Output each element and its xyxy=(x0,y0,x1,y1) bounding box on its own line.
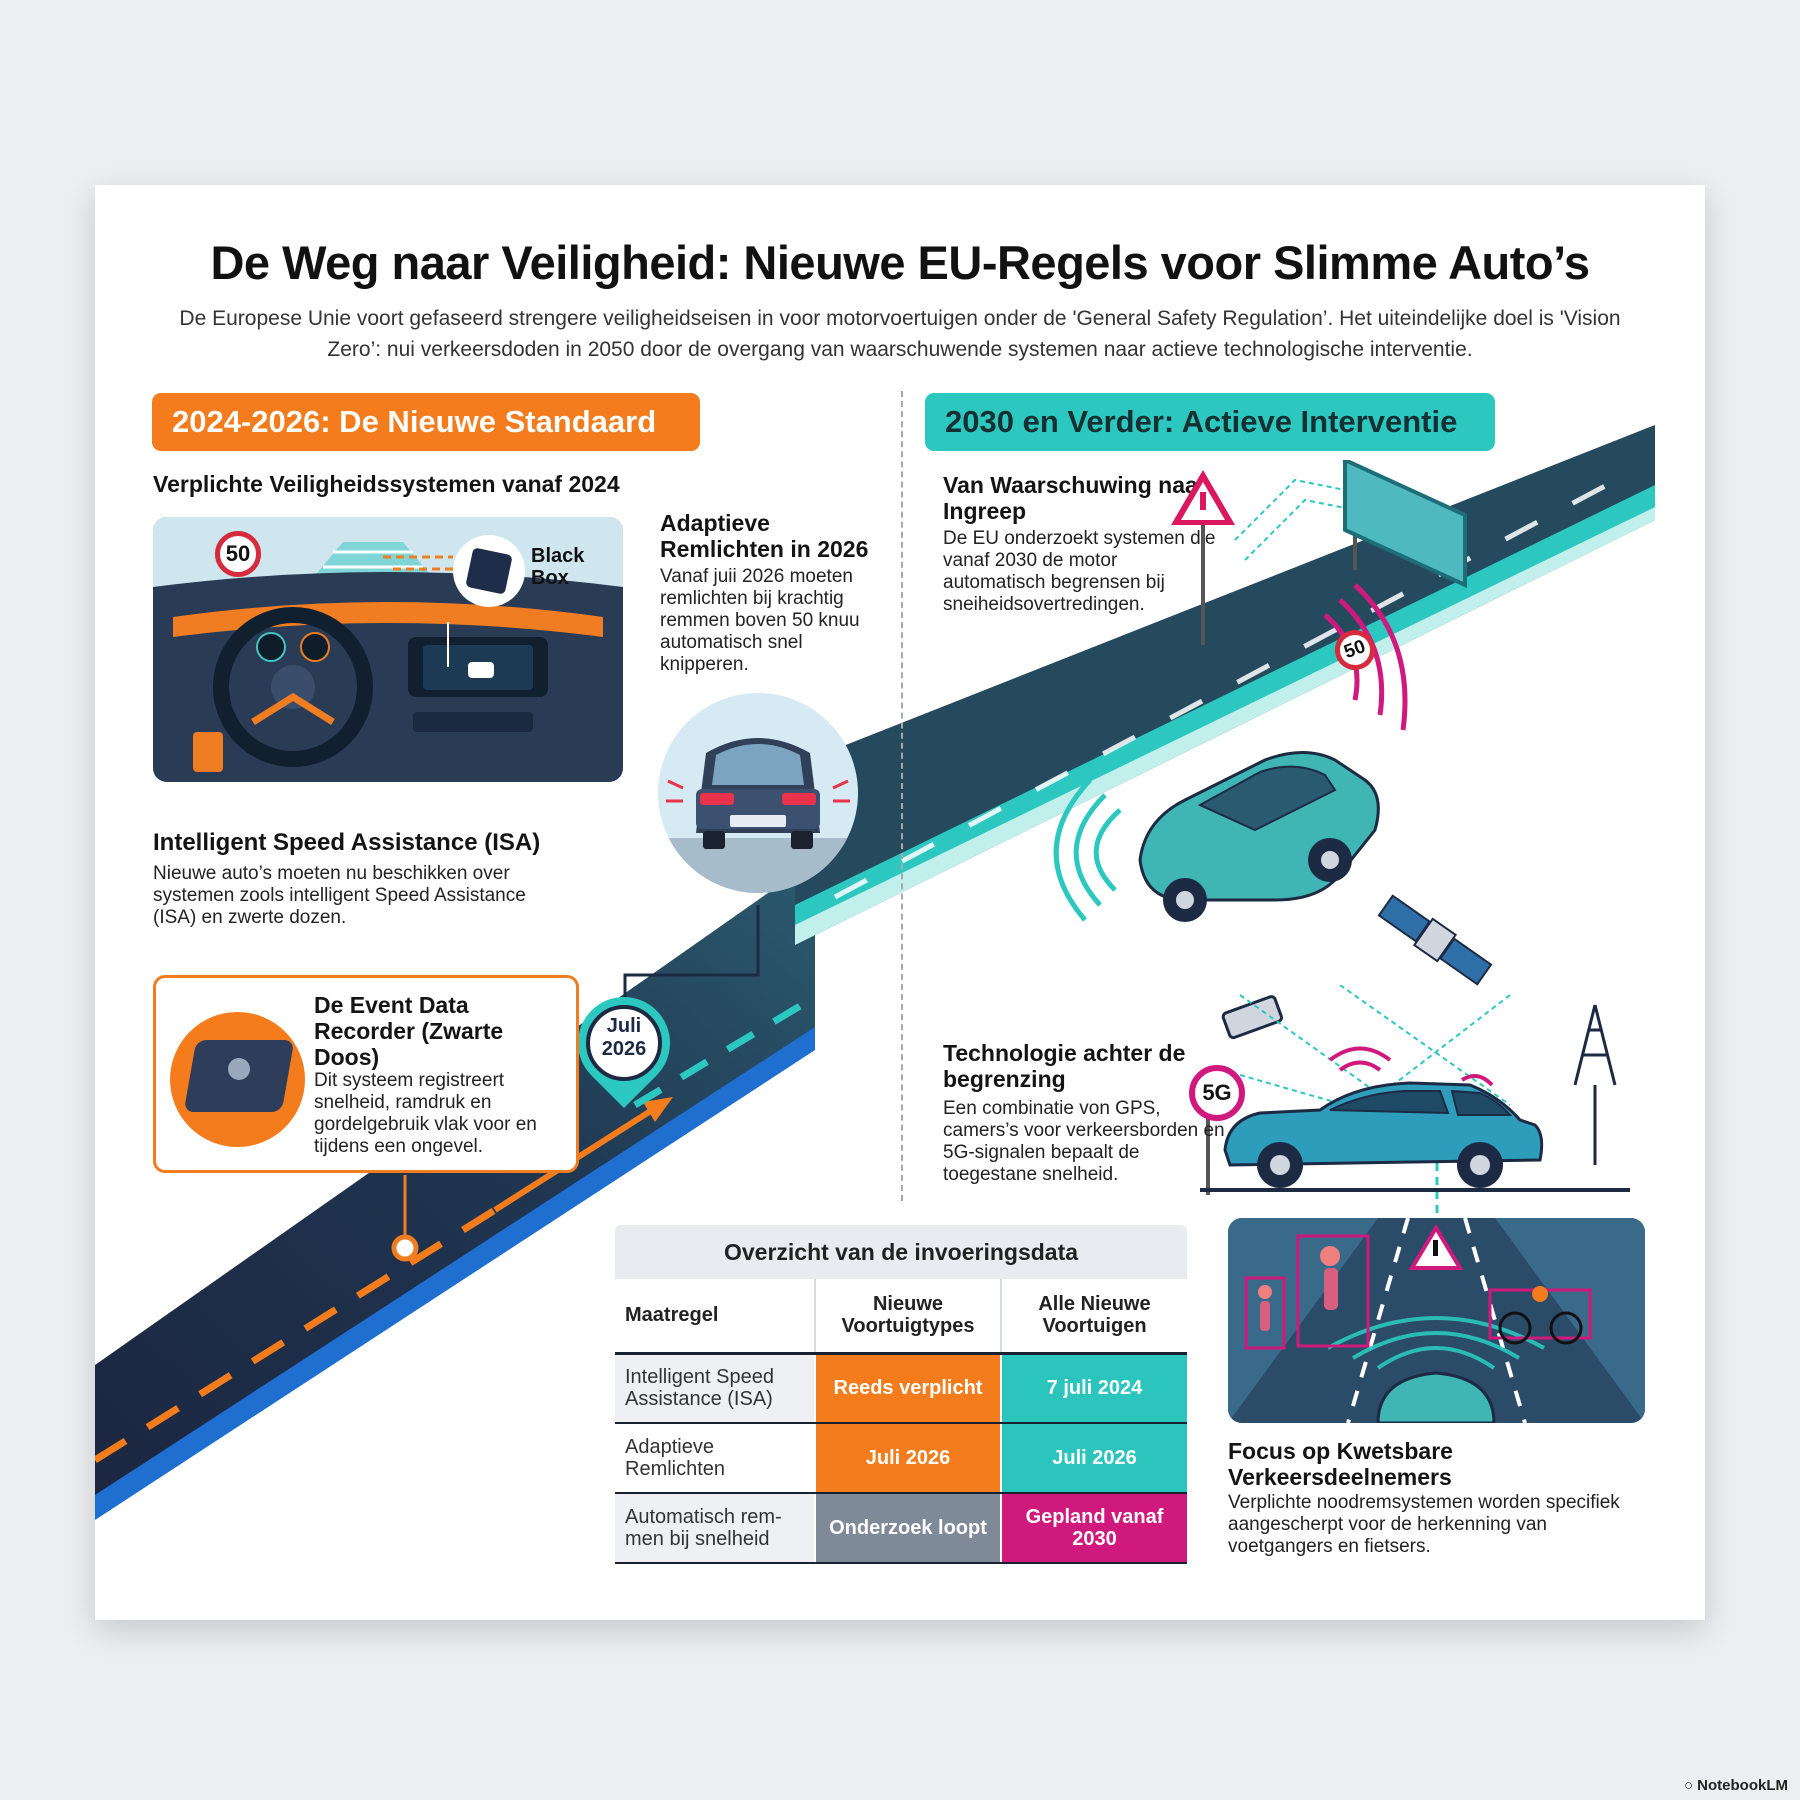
table-header-row: Maatregel Nieuwe Voortuigtypes Alle Nieu… xyxy=(615,1279,1187,1355)
black-box-icon xyxy=(453,535,525,607)
vulnerable-text: Verplichte noodremsystemen worden specif… xyxy=(1228,1492,1620,1557)
table-title: Overzicht van de invoeringsdata xyxy=(615,1225,1187,1279)
tech-text: Een combinatie von GPS, camers’s voor ve… xyxy=(943,1098,1225,1185)
active-intervention-scene xyxy=(1053,460,1493,1040)
tech-title: Technologie achter de begrenzing xyxy=(943,1040,1186,1092)
footer-brand-label: NotebookLM xyxy=(1697,1777,1788,1794)
table-cell-measure: Intelligent Speed Assistance (ISA) xyxy=(615,1353,815,1424)
infographic-card: De Weg naar Veiligheid: Nieuwe EU-Regels… xyxy=(95,185,1705,1620)
intro-text: De Europese Unie voort gefaseerd strenge… xyxy=(179,307,1621,361)
table-cell-new-types: Onderzoek loopt xyxy=(814,1493,1001,1564)
speed-limit-sign: 50 xyxy=(215,531,261,577)
fiveg-sign: 5G xyxy=(1189,1065,1245,1121)
pedestrian-detection-graphic xyxy=(1228,1218,1645,1423)
warning-title: Van Waarschuwing naar Ingreep xyxy=(943,472,1207,524)
table-row: Automatisch rem-men bij snelheid Onderzo… xyxy=(615,1493,1187,1564)
table-cell-all-new: 7 juli 2024 xyxy=(1000,1353,1187,1424)
footer-brand: ○ NotebookLM xyxy=(1684,1777,1788,1794)
phase-pill-2024: 2024-2026: De Nieuwe Standaard xyxy=(152,393,700,451)
brake-lights-text: Vanaf juii 2026 moeten remlichten bij kr… xyxy=(660,566,860,675)
warning-text: De EU onderzoekt systemen die vanaf 2030… xyxy=(943,528,1216,615)
table-cell-all-new: Gepland vanaf 2030 xyxy=(1000,1493,1187,1564)
connectivity-scene xyxy=(1200,985,1630,1195)
lock-icon xyxy=(228,1058,250,1080)
table-header-all-new: Alle Nieuwe Voortuigen xyxy=(1000,1279,1187,1355)
section-divider xyxy=(901,391,903,1201)
page-title: De Weg naar Veiligheid: Nieuwe EU-Regels… xyxy=(210,236,1590,289)
isa-title: Intelligent Speed Assistance (ISA) xyxy=(153,829,541,856)
timeline-marker-circle xyxy=(586,1005,662,1081)
brake-lights-title: Adaptieve Remlichten in 2026 xyxy=(660,510,869,562)
table-cell-all-new: Juli 2026 xyxy=(1000,1423,1187,1494)
table-cell-measure: Adaptieve Remlichten xyxy=(615,1423,815,1494)
vulnerable-users-illustration xyxy=(1228,1218,1645,1423)
dates-table: Maatregel Nieuwe Voortuigtypes Alle Nieu… xyxy=(615,1279,1187,1564)
dashboard-illustration: 50 Black Box xyxy=(153,517,623,782)
timeline-marker-label: Juli 2026 xyxy=(601,1015,647,1060)
notebooklm-icon: ○ xyxy=(1683,1777,1698,1794)
edr-box: De Event Data Recorder (Zwarte Doos) Dit… xyxy=(153,975,579,1173)
table-row: Intelligent Speed Assistance (ISA) Reeds… xyxy=(615,1353,1187,1424)
brake-light-illustration xyxy=(658,693,858,893)
edr-title: De Event Data Recorder (Zwarte Doos) xyxy=(314,992,504,1070)
table-header-measure: Maatregel xyxy=(615,1279,815,1355)
table-cell-measure: Automatisch rem-men bij snelheid xyxy=(615,1493,815,1564)
car-rear-graphic xyxy=(658,738,858,893)
isa-text: Nieuwe auto’s moeten nu beschikken over … xyxy=(153,863,526,928)
left-subheading: Verplichte Veiligheidssystemen vanaf 202… xyxy=(153,471,620,497)
implementation-table: Overzicht van de invoeringsdata Maatrege… xyxy=(615,1225,1187,1564)
vulnerable-title: Focus op Kwetsbare Verkeersdeelnemers xyxy=(1228,1438,1453,1490)
table-cell-new-types: Juli 2026 xyxy=(814,1423,1001,1494)
black-box-label: Black Box xyxy=(531,545,585,589)
table-cell-new-types: Reeds verplicht xyxy=(814,1353,1001,1424)
phase-pill-2030: 2030 en Verder: Actieve Interventie xyxy=(925,393,1495,451)
table-header-new-types: Nieuwe Voortuigtypes xyxy=(814,1279,1001,1355)
edr-text: Dit systeem registreert snelheid, ramdru… xyxy=(314,1070,537,1157)
table-row: Adaptieve Remlichten Juli 2026 Juli 2026 xyxy=(615,1423,1187,1494)
